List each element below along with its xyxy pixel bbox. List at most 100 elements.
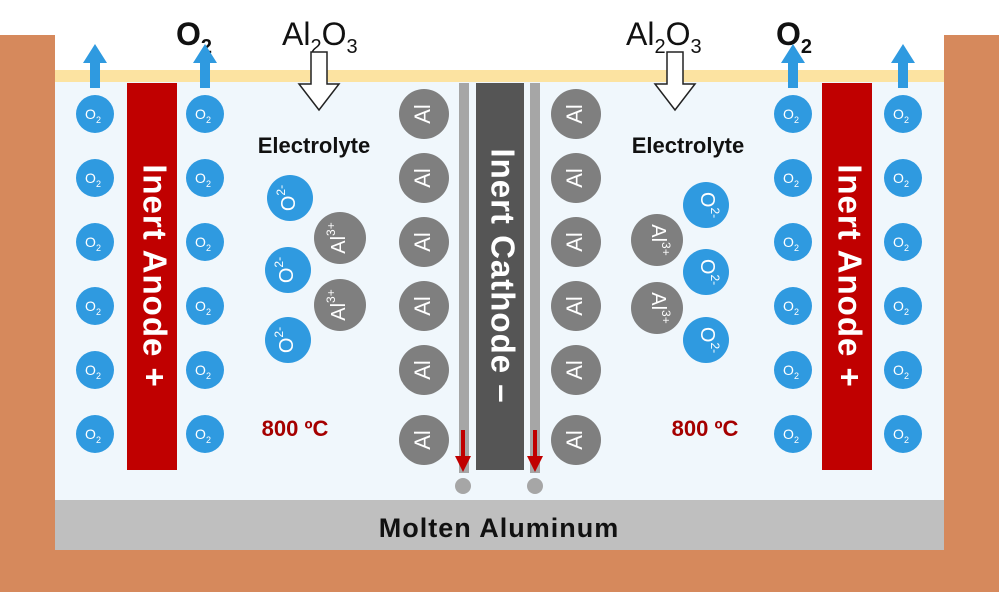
aluminum-atom: Al [399, 153, 449, 203]
o2-up-arrow [781, 44, 805, 88]
o2-molecule: O2 [186, 287, 224, 325]
svg-text:Al2O3: Al2O3 [282, 16, 358, 58]
svg-text:O2: O2 [783, 426, 799, 445]
o2-molecule: O2 [884, 95, 922, 133]
oxide-ion: O2- [265, 247, 311, 293]
alumina-subscript-3: 3 [346, 36, 357, 58]
svg-text:O2: O2 [783, 362, 799, 381]
aluminum-atom: Al [551, 153, 601, 203]
cathode-guide-rail-left [459, 83, 469, 473]
svg-text:O2: O2 [783, 170, 799, 189]
o2-molecule: O2 [774, 95, 812, 133]
temperature-label-right: 800 ºC [672, 416, 739, 441]
svg-text:O2-: O2- [272, 257, 298, 283]
o2-molecule: O2 [186, 351, 224, 389]
inert-cathode [476, 83, 524, 470]
aluminum-ion: Al3+ [314, 212, 366, 264]
electrolyte-label-right: Electrolyte [632, 133, 745, 158]
svg-text:Al: Al [562, 232, 587, 252]
o2-molecule: O2 [186, 95, 224, 133]
o2-molecule: O2 [76, 223, 114, 261]
aluminum-flow-arrows [455, 430, 543, 472]
o2-molecule: O2 [884, 159, 922, 197]
oxide-ion: O2- [683, 182, 729, 228]
o2-molecule: O2 [76, 159, 114, 197]
o2-molecule: O2 [884, 223, 922, 261]
svg-text:Al: Al [410, 232, 435, 252]
o2-molecule: O2 [186, 223, 224, 261]
svg-text:O2: O2 [195, 362, 211, 381]
alumina-o-text: O [666, 16, 691, 52]
inert-anode-left [127, 83, 177, 470]
svg-text:Al: Al [562, 430, 587, 450]
svg-text:O2: O2 [893, 106, 909, 125]
o2-molecules: O2O2O2O2O2O2O2O2O2O2O2O2O2O2O2O2O2O2O2O2… [76, 95, 922, 453]
down-arrow-red [455, 430, 471, 472]
alumina-feed-arrow-right [653, 51, 697, 112]
electrolyte-ions-left: O2-Al3+O2-Al3+O2- [265, 175, 366, 363]
down-arrow-red [527, 430, 543, 472]
aluminum-drop-left [455, 478, 471, 494]
svg-text:Al: Al [410, 360, 435, 380]
o2-up-arrow [193, 44, 217, 88]
svg-text:Al: Al [562, 360, 587, 380]
electrolyte-label-left: Electrolyte [258, 133, 371, 158]
o2-molecule: O2 [774, 223, 812, 261]
o2-molecule: O2 [186, 159, 224, 197]
alumina-al-text: Al [282, 16, 310, 52]
svg-text:O2: O2 [85, 298, 101, 317]
svg-text:O2: O2 [783, 234, 799, 253]
svg-text:Al3+: Al3+ [324, 289, 350, 320]
svg-text:O2: O2 [195, 426, 211, 445]
o2-molecule: O2 [76, 415, 114, 453]
svg-text:O2: O2 [195, 170, 211, 189]
svg-text:O2: O2 [776, 16, 812, 58]
svg-text:Al: Al [562, 296, 587, 316]
cathode-guide-rail-right [530, 83, 540, 473]
aluminum-ion: Al3+ [631, 214, 683, 266]
svg-text:O2: O2 [195, 106, 211, 125]
molten-aluminum-layer [55, 500, 944, 550]
svg-text:O2-: O2- [696, 259, 722, 285]
svg-text:Al3+: Al3+ [647, 292, 673, 323]
svg-text:Al3+: Al3+ [324, 222, 350, 253]
o2-molecule: O2 [884, 415, 922, 453]
svg-text:O2: O2 [783, 106, 799, 125]
aluminum-atom: Al [399, 281, 449, 331]
aluminum-atom: Al [551, 89, 601, 139]
alumina-subscript-2: 2 [310, 36, 321, 58]
alumina-subscript-3: 3 [690, 36, 701, 58]
o2-molecule: O2 [774, 159, 812, 197]
svg-text:Al3+: Al3+ [647, 224, 673, 255]
oxide-ion: O2- [683, 317, 729, 363]
svg-text:O2: O2 [85, 426, 101, 445]
svg-text:Al: Al [410, 168, 435, 188]
temperature-label-left: 800 ºC [262, 416, 329, 441]
o2-output-label-right: O2 [776, 16, 812, 58]
svg-text:O2-: O2- [696, 192, 722, 218]
alumina-feed-arrow-left [297, 51, 341, 112]
inert-anode-right [822, 83, 872, 470]
o2-molecule: O2 [186, 415, 224, 453]
svg-text:Al: Al [410, 104, 435, 124]
o2-molecule: O2 [76, 95, 114, 133]
svg-text:Al: Al [562, 168, 587, 188]
o2-molecule: O2 [884, 287, 922, 325]
aluminum-atom: Al [551, 281, 601, 331]
alumina-subscript-2: 2 [654, 36, 665, 58]
o2-molecule: O2 [774, 415, 812, 453]
o2-molecule: O2 [774, 351, 812, 389]
alumina-al-text: Al [626, 16, 654, 52]
svg-text:O2: O2 [893, 362, 909, 381]
aluminum-atom: Al [399, 345, 449, 395]
o2-up-arrow [83, 44, 107, 88]
crust-layer [55, 70, 944, 82]
o2-output-text: O [776, 16, 801, 52]
inert-cathode-label: Inert Cathode – [484, 148, 521, 403]
svg-text:O2: O2 [893, 426, 909, 445]
svg-text:O2: O2 [893, 298, 909, 317]
svg-text:Al: Al [410, 430, 435, 450]
aluminum-drop-right [527, 478, 543, 494]
aluminum-atom: Al [551, 217, 601, 267]
